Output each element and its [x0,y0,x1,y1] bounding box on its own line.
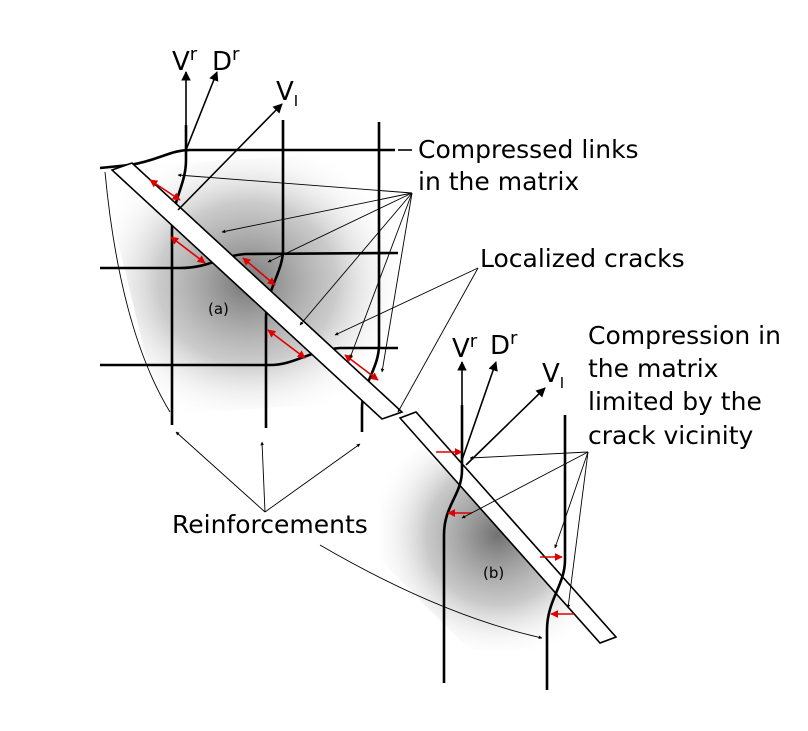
panel-a-vr-label: Vr [172,44,198,77]
compression-label-3: limited by the [588,387,762,416]
panel-a-vi-label: VI [276,77,298,110]
panel-b: (b) Vr Dr VI [380,328,618,690]
panel-b-vi-label: VI [542,359,564,392]
reinforcements-label: Reinforcements [172,510,368,539]
panel-a-vi-arrow [177,103,283,211]
panel-b-crack [398,411,618,644]
panel-a-compression-arrows [149,179,379,381]
compression-label-1: Compression in [588,321,781,350]
panel-a: (a) Vr Dr VI [99,44,404,432]
compression-label-2: the matrix [588,354,718,383]
panel-a-boundary-leader [104,171,171,413]
panel-b-compression-arrows [436,448,574,618]
compressed-links-label: Compressed links [418,135,639,164]
panel-b-label: (b) [483,564,504,582]
panel-b-rebar-left [442,405,464,683]
panel-b-vr-label: Vr [452,331,478,364]
localized-cracks-label: Localized cracks [480,244,685,273]
panel-a-dr-label: Dr [212,44,240,77]
panel-b-dr-label: Dr [490,328,518,361]
leader-lines [175,149,589,640]
compressed-links-label-2: in the matrix [418,167,579,196]
compression-label-4: crack vicinity [588,421,754,450]
panel-b-rebar-right [545,415,567,690]
panel-b-vi-arrow [465,387,546,466]
panel-b-dr-arrow [461,361,498,461]
panel-a-dr-arrow [185,71,219,151]
panel-a-label: (a) [208,300,229,318]
